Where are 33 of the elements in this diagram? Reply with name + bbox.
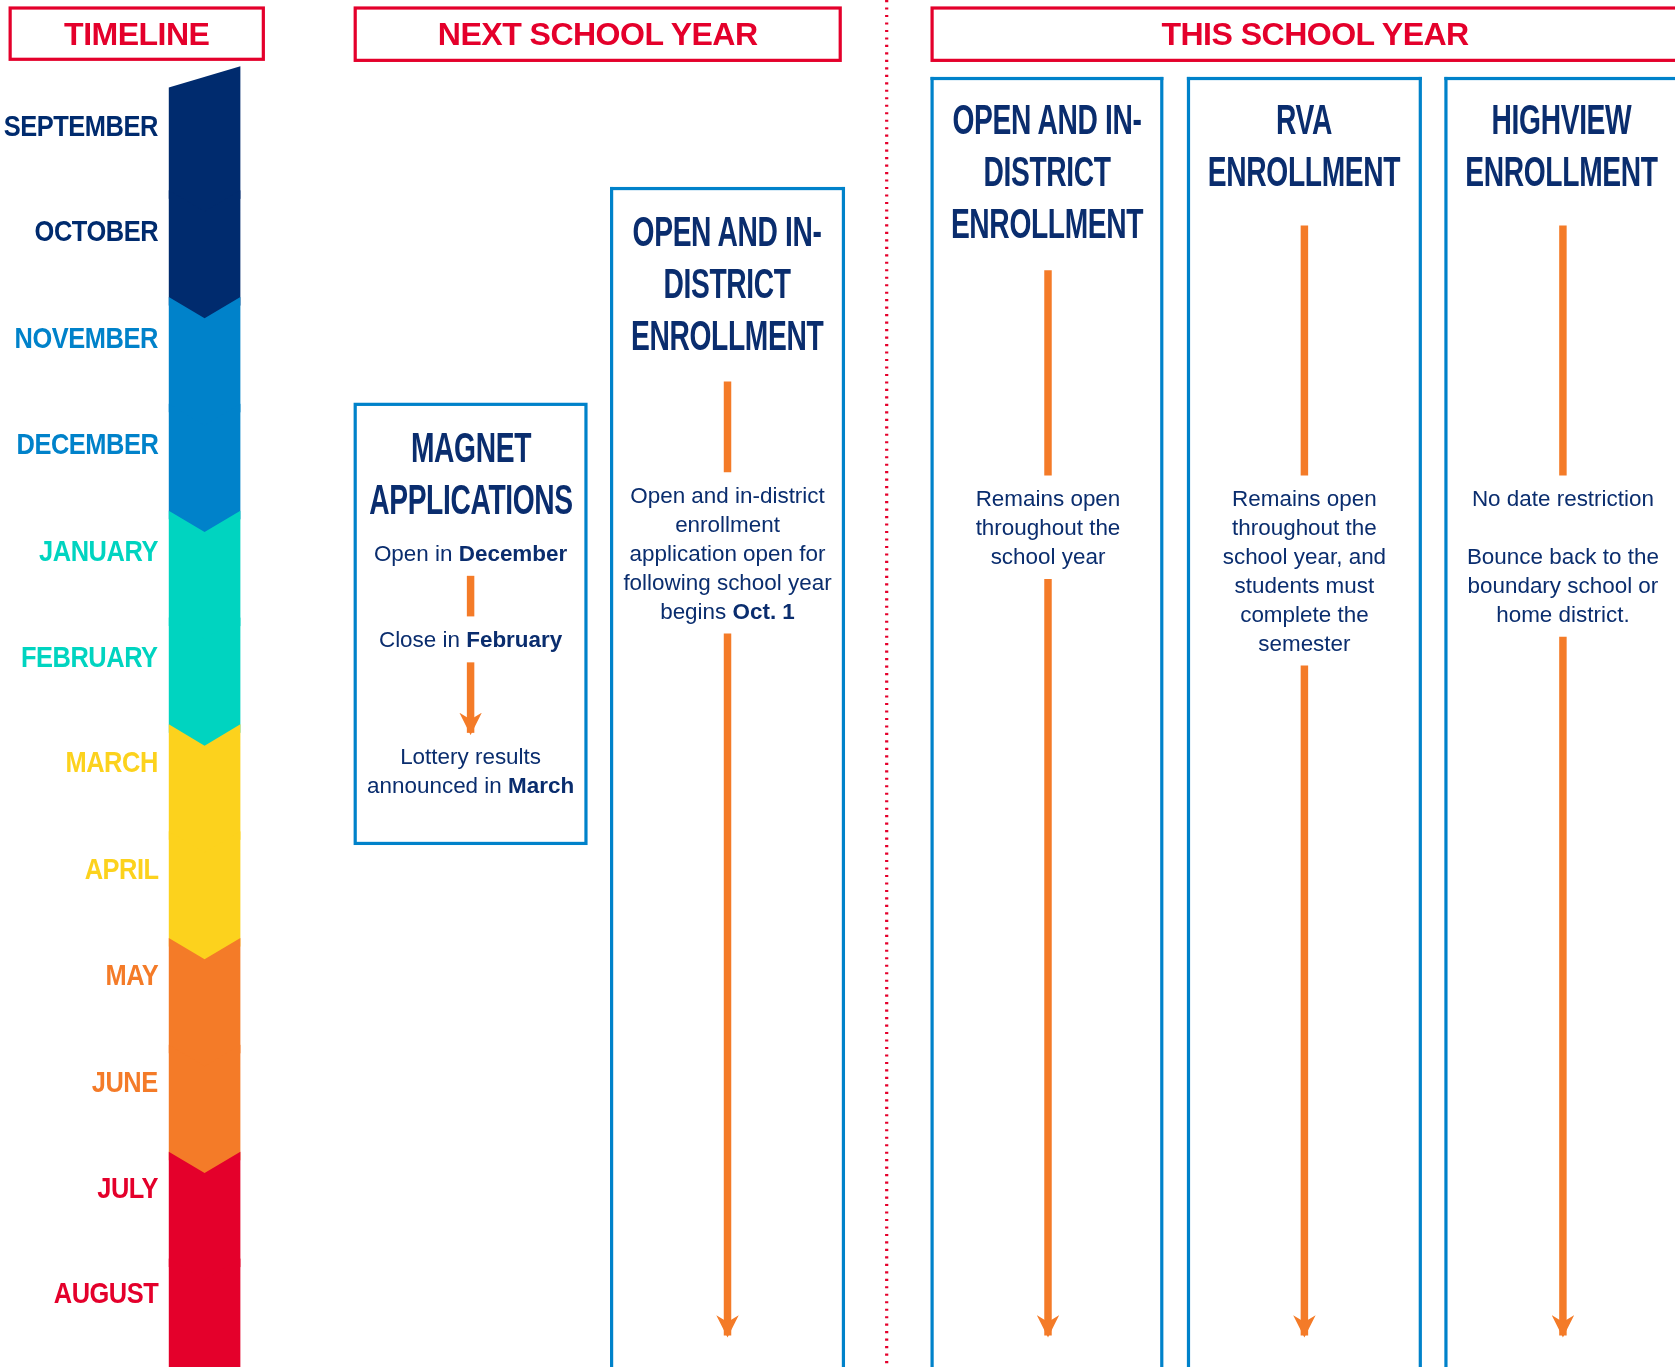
- month-label: JULY: [97, 1170, 159, 1206]
- section-header: THIS SCHOOL YEAR: [930, 6, 1675, 62]
- section-header: NEXT SCHOOL YEAR: [353, 6, 842, 62]
- month-label: OCTOBER: [34, 215, 159, 250]
- column-box: [1186, 76, 1422, 1367]
- column-heading: MAGNET APPLICATIONS: [367, 422, 574, 525]
- month-label: JUNE: [92, 1064, 159, 1099]
- column-box: [353, 402, 588, 846]
- column-heading: OPEN AND IN-DISTRICT ENROLLMENT: [630, 206, 825, 361]
- month-label: APRIL: [84, 852, 159, 887]
- column-box: [1444, 76, 1675, 1367]
- month-label: FEBRUARY: [21, 639, 159, 675]
- column-box: [930, 76, 1164, 1367]
- column-heading: RVA ENROLLMENT: [1207, 94, 1402, 197]
- column-text: Remains open throughout the school year: [942, 483, 1154, 571]
- column-heading: HIGHVIEW ENROLLMENT: [1464, 94, 1659, 197]
- month-label: SEPTEMBER: [3, 108, 159, 144]
- column-text: Remains open throughout the school year, and students must complete the semester: [1198, 483, 1411, 657]
- month-label: MARCH: [65, 746, 159, 781]
- section-header: TIMELINE: [8, 6, 265, 61]
- column-heading: OPEN AND IN-DISTRICT ENROLLMENT: [949, 94, 1145, 249]
- month-label: AUGUST: [53, 1277, 159, 1312]
- column-text: Bounce back to the boundary school or home district.: [1465, 542, 1660, 628]
- month-label: JANUARY: [39, 533, 159, 568]
- month-label: DECEMBER: [16, 427, 159, 462]
- column-box: [610, 186, 846, 1367]
- column-text: Open and in-district enrollment application open for following school year begins Oct. 1: [621, 480, 834, 625]
- column-text: No date restriction: [1470, 485, 1655, 513]
- column-text: Lottery results announced in March: [356, 741, 585, 800]
- month-label: NOVEMBER: [14, 321, 159, 356]
- month-label: MAY: [105, 958, 159, 993]
- column-text: Close in February: [356, 624, 585, 654]
- column-text: Open in December: [356, 538, 585, 568]
